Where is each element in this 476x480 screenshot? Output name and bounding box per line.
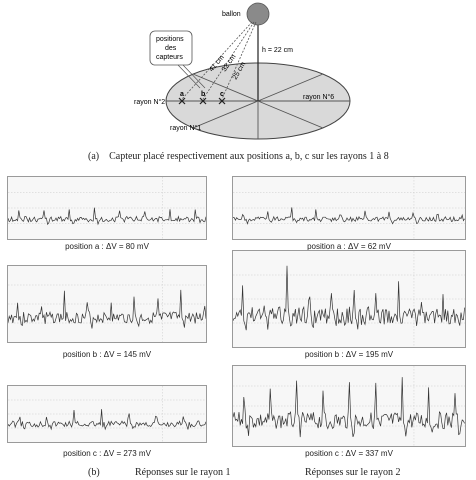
callout-line-3: capteurs (156, 54, 183, 61)
positions-callout-box (149, 30, 193, 66)
point-label-c: c (220, 91, 224, 98)
scope-label-ray1-a: position a : ΔV = 80 mV (65, 242, 149, 251)
scope-label-ray1-b: position b : ΔV = 145 mV (62, 350, 152, 359)
signal-trace (8, 409, 206, 431)
scope-panel-ray1-b (7, 265, 207, 343)
ray-label-2: rayon N°2 (134, 98, 165, 106)
point-label-a: a (180, 91, 184, 98)
scope-screen (233, 251, 465, 347)
signal-trace (8, 289, 206, 329)
signal-trace (8, 207, 206, 226)
setup-diagram: ballon h = 22 cm 41 cm 32 cm 25 cm posit… (134, 2, 351, 140)
callout-line-1: positions (156, 36, 184, 43)
ray-label-6: rayon N°6 (303, 93, 334, 101)
scope-panel-ray1-c (7, 385, 207, 443)
caption-a-marker: (a) (88, 151, 100, 162)
scope-screen (8, 177, 206, 239)
scope-label-ray2-b: position b : ΔV = 195 mV (304, 350, 394, 359)
balloon (246, 2, 270, 26)
sensor-markers (178, 97, 226, 105)
scope-grid (233, 251, 465, 347)
height-label: h = 22 cm (262, 47, 293, 54)
callout-pointer (177, 64, 206, 89)
point-label-b: b (201, 91, 205, 98)
distance-lines (181, 21, 257, 100)
scope-grid (8, 386, 206, 442)
scope-panel-ray2-a (232, 176, 466, 240)
scope-panel-ray2-c (232, 365, 466, 447)
scope-screen (8, 386, 206, 442)
scope-grid (233, 366, 465, 446)
ray-label-1: rayon N°1 (170, 124, 201, 132)
caption-b-marker: (b) (88, 467, 100, 478)
signal-trace (233, 265, 465, 331)
scope-panel-ray2-b (232, 250, 466, 348)
scope-screen (233, 177, 465, 239)
scope-grid (8, 177, 206, 239)
scope-label-ray2-a: position a : ΔV = 62 mV (307, 242, 391, 251)
caption-b-left: Réponses sur le rayon 1 (135, 467, 231, 478)
scope-screen (8, 266, 206, 342)
caption-a: (a) Capteur placé respectivement aux pos… (88, 151, 389, 162)
caption-b-right: Réponses sur le rayon 2 (305, 467, 401, 478)
signal-trace (233, 207, 465, 225)
scope-grid (233, 177, 465, 239)
scope-grid (8, 266, 206, 342)
caption-a-text: Capteur placé respectivement aux positio… (109, 151, 389, 162)
scope-label-ray1-c: position c : ΔV = 273 mV (63, 449, 151, 458)
scope-screen (233, 366, 465, 446)
signal-trace (233, 377, 465, 438)
scope-panel-ray1-a (7, 176, 207, 240)
balloon-label: ballon (222, 11, 241, 18)
scope-label-ray2-c: position c : ΔV = 337 mV (305, 449, 393, 458)
callout-line-2: des (165, 45, 177, 52)
